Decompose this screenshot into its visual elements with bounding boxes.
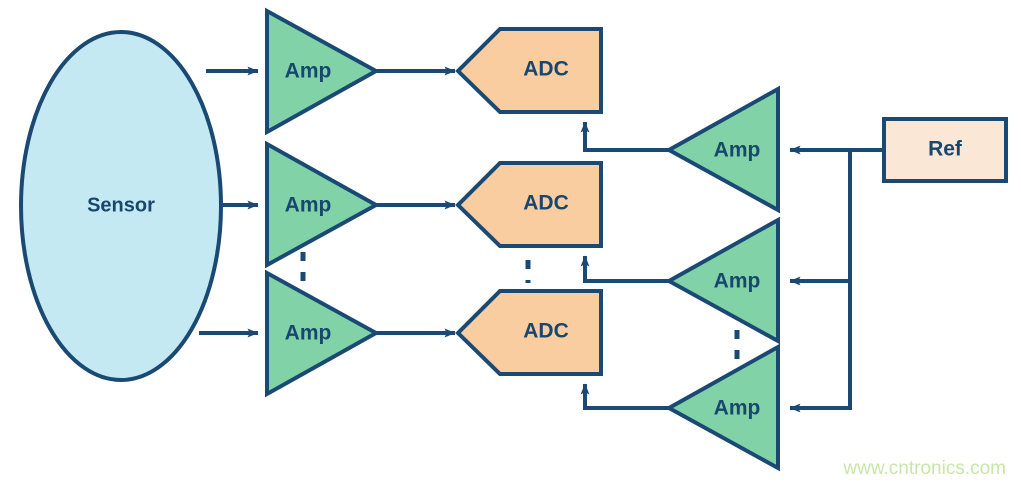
adc-2-node[interactable]: ADC (455, 161, 603, 248)
amp-in-3-label: Amp (285, 322, 332, 345)
amp-ref-3-shape (664, 343, 780, 472)
amp-ref-1-shape (664, 85, 780, 214)
amp-in-2-label: Amp (285, 194, 332, 217)
amp-ref-3-label: Amp (714, 397, 761, 420)
amp-ref-1-node[interactable]: Amp (664, 85, 780, 214)
amp-in-2-shape (265, 140, 381, 269)
wire-amp-ref-1-to-adc-1 (580, 121, 669, 152)
amp-in-2-node[interactable]: Amp (265, 140, 381, 269)
watermark-text: www.cntronics.com (842, 458, 1006, 479)
amp-ref-2-node[interactable]: Amp (664, 216, 780, 345)
adc-3-shape (455, 289, 603, 376)
amp-in-1-label: Amp (285, 60, 332, 83)
amp-ref-2-shape (664, 216, 780, 345)
sensor-node[interactable]: Sensor (19, 30, 223, 382)
adc-1-shape (455, 27, 603, 114)
adc-2-label: ADC (523, 192, 569, 215)
wire-amp-ref-2-to-adc-2 (580, 255, 669, 283)
adc-1-node[interactable]: ADC (455, 27, 603, 114)
amp-in-1-shape (265, 7, 381, 136)
amp-in-3-shape (265, 269, 381, 398)
adc-3-node[interactable]: ADC (455, 289, 603, 376)
wire-ref-to-amp-ref-2 (789, 150, 852, 286)
adc-3-label: ADC (523, 320, 569, 343)
ref-node[interactable]: Ref (882, 117, 1008, 183)
amp-ref-1-label: Amp (714, 139, 761, 162)
amp-ref-3-node[interactable]: Amp (664, 343, 780, 472)
amp-in-1-node[interactable]: Amp (265, 7, 381, 136)
adc-2-shape (455, 161, 603, 248)
ref-shape (882, 117, 1008, 183)
sensor-label: Sensor (87, 194, 155, 216)
wire-amp-ref-3-to-adc-3 (580, 383, 669, 410)
wire-ref-to-amp-ref-3 (789, 281, 852, 413)
ref-label: Ref (928, 138, 963, 161)
amp-in-3-node[interactable]: Amp (265, 269, 381, 398)
adc-1-label: ADC (523, 58, 569, 81)
amp-ref-2-label: Amp (714, 270, 761, 293)
